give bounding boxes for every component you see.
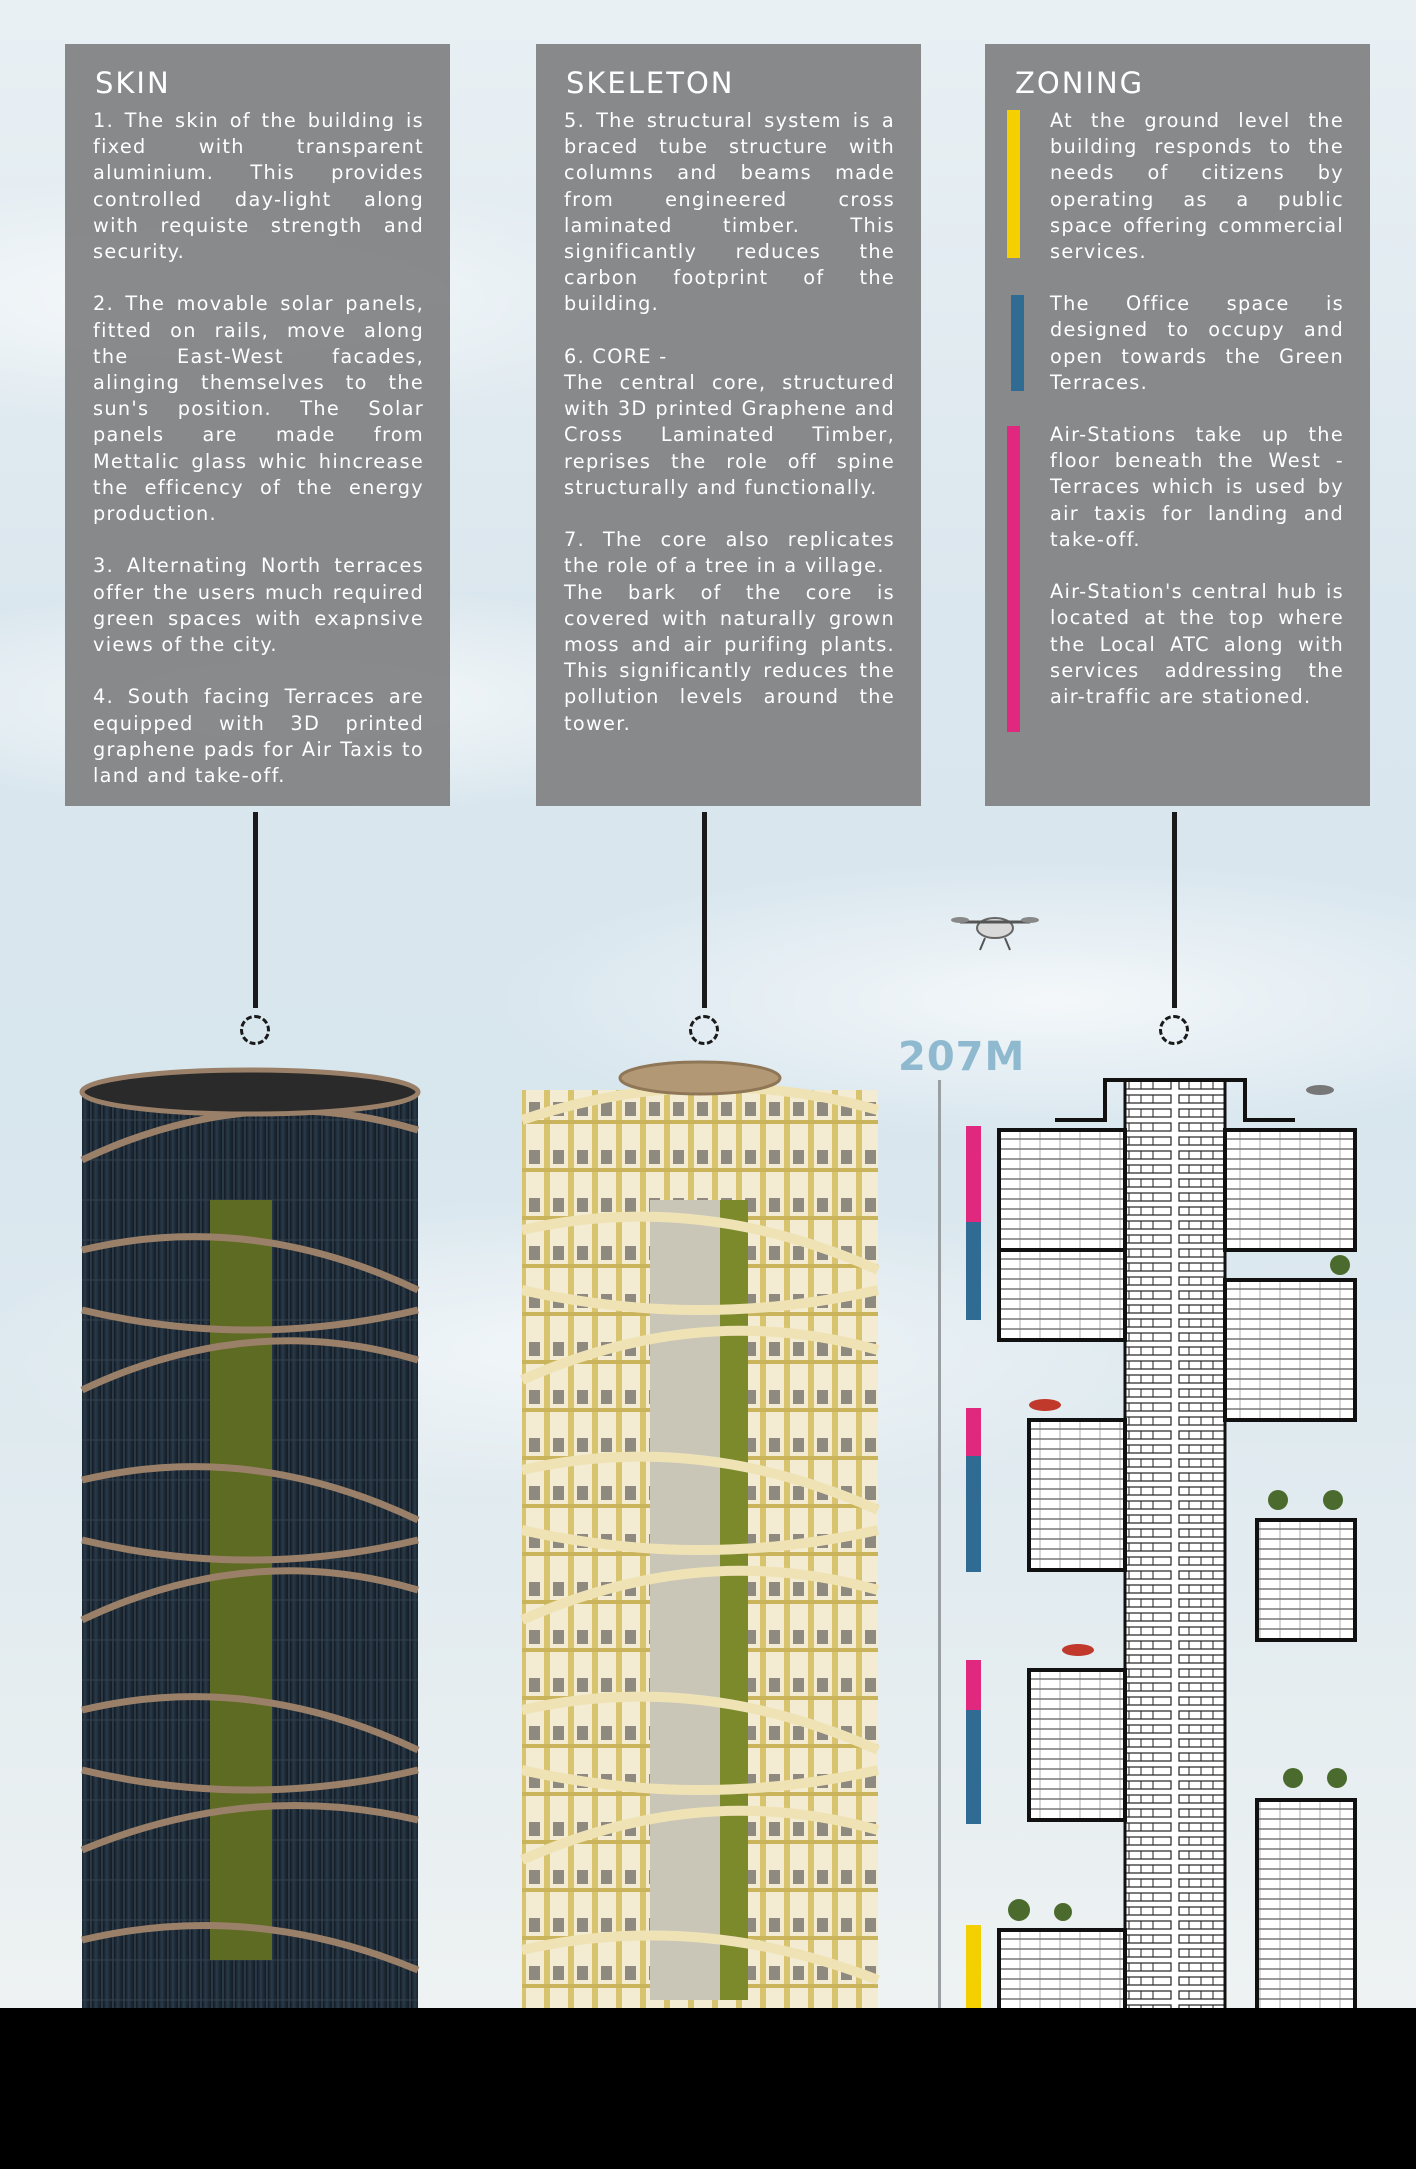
skeleton-paragraph-7: 7. The core also replicates the role of … — [564, 528, 895, 735]
dashed-ring-icon — [240, 1015, 270, 1045]
office-zone-marker — [966, 1222, 981, 1320]
zoning-panel: ZONING At the ground level the building … — [985, 44, 1370, 806]
zoning-title: ZONING — [1015, 66, 1145, 100]
spiral-decks — [520, 1082, 881, 1985]
section-drawing — [997, 1078, 1357, 2010]
skeleton-panel: SKELETON 5. The structural system is a b… — [536, 44, 921, 806]
skeleton-title: SKELETON — [566, 66, 735, 100]
skin-paragraph-3: 3. Alternating North terraces offer the … — [93, 554, 424, 657]
moss-bark — [720, 1200, 748, 2000]
tree-icon — [1008, 1255, 1350, 1921]
zoning-entry-air-station: Air-Stations take up the floor beneath t… — [1007, 422, 1344, 733]
skeleton-paragraph-5: 5. The structural system is a braced tub… — [564, 109, 895, 316]
moss-core — [210, 1200, 272, 1960]
air-station-zone-marker — [966, 1660, 981, 1710]
air-station-zone-marker — [966, 1408, 981, 1456]
zoning-leader-line — [1172, 812, 1177, 1008]
zoning-text: At the ground level the building respond… — [1007, 108, 1344, 733]
skeleton-paragraph-6: 6. CORE - The central core, structured w… — [564, 344, 895, 499]
drone-taxi-icon — [1029, 1399, 1094, 1656]
drone-taxi-icon — [951, 917, 1039, 951]
office-zone-bar — [1011, 295, 1024, 392]
office-zone-marker — [966, 1710, 981, 1824]
skeleton-leader-line — [702, 812, 707, 1008]
public-zone-bar — [1007, 110, 1020, 258]
dashed-ring-icon — [1159, 1015, 1189, 1045]
ground-band — [0, 2008, 1416, 2169]
zoning-entry-public: At the ground level the building respond… — [1007, 108, 1344, 265]
skin-panel: SKIN 1. The skin of the building is fixe… — [65, 44, 450, 806]
skin-leader-line — [253, 812, 258, 1008]
height-label: 207M — [898, 1034, 1026, 1080]
drone-taxi-icon — [1306, 1085, 1334, 1095]
core-section — [1123, 1078, 1227, 2010]
height-dimension-line — [938, 1080, 941, 2008]
zoning-entry-office: The Office space is designed to occupy a… — [1011, 291, 1344, 396]
skeleton-tower-render — [520, 1060, 881, 2008]
zoning-entry-public-text: At the ground level the building respond… — [1050, 109, 1344, 264]
spiral-slabs — [80, 1107, 420, 1974]
zoning-entry-office-text: The Office space is designed to occupy a… — [1050, 292, 1344, 394]
skeleton-text: 5. The structural system is a braced tub… — [564, 108, 895, 763]
central-core — [650, 1200, 720, 2000]
office-zone-marker — [966, 1456, 981, 1572]
skin-text: 1. The skin of the building is fixed wit… — [93, 108, 424, 815]
zoning-entry-air-station-text: Air-Stations take up the floor beneath t… — [1050, 423, 1344, 709]
air-station-zone-marker — [966, 1126, 981, 1222]
skin-paragraph-4: 4. South facing Terraces are equipped wi… — [93, 685, 424, 788]
public-zone-marker — [966, 1925, 981, 2008]
skin-title: SKIN — [95, 66, 171, 100]
dashed-ring-icon — [689, 1015, 719, 1045]
skin-paragraph-1: 1. The skin of the building is fixed wit… — [93, 109, 424, 264]
air-station-zone-bar — [1007, 426, 1020, 733]
skin-tower-render — [79, 1067, 421, 2010]
floor-wings — [997, 1128, 1357, 2010]
skin-paragraph-2: 2. The movable solar panels, fitted on r… — [93, 292, 424, 526]
